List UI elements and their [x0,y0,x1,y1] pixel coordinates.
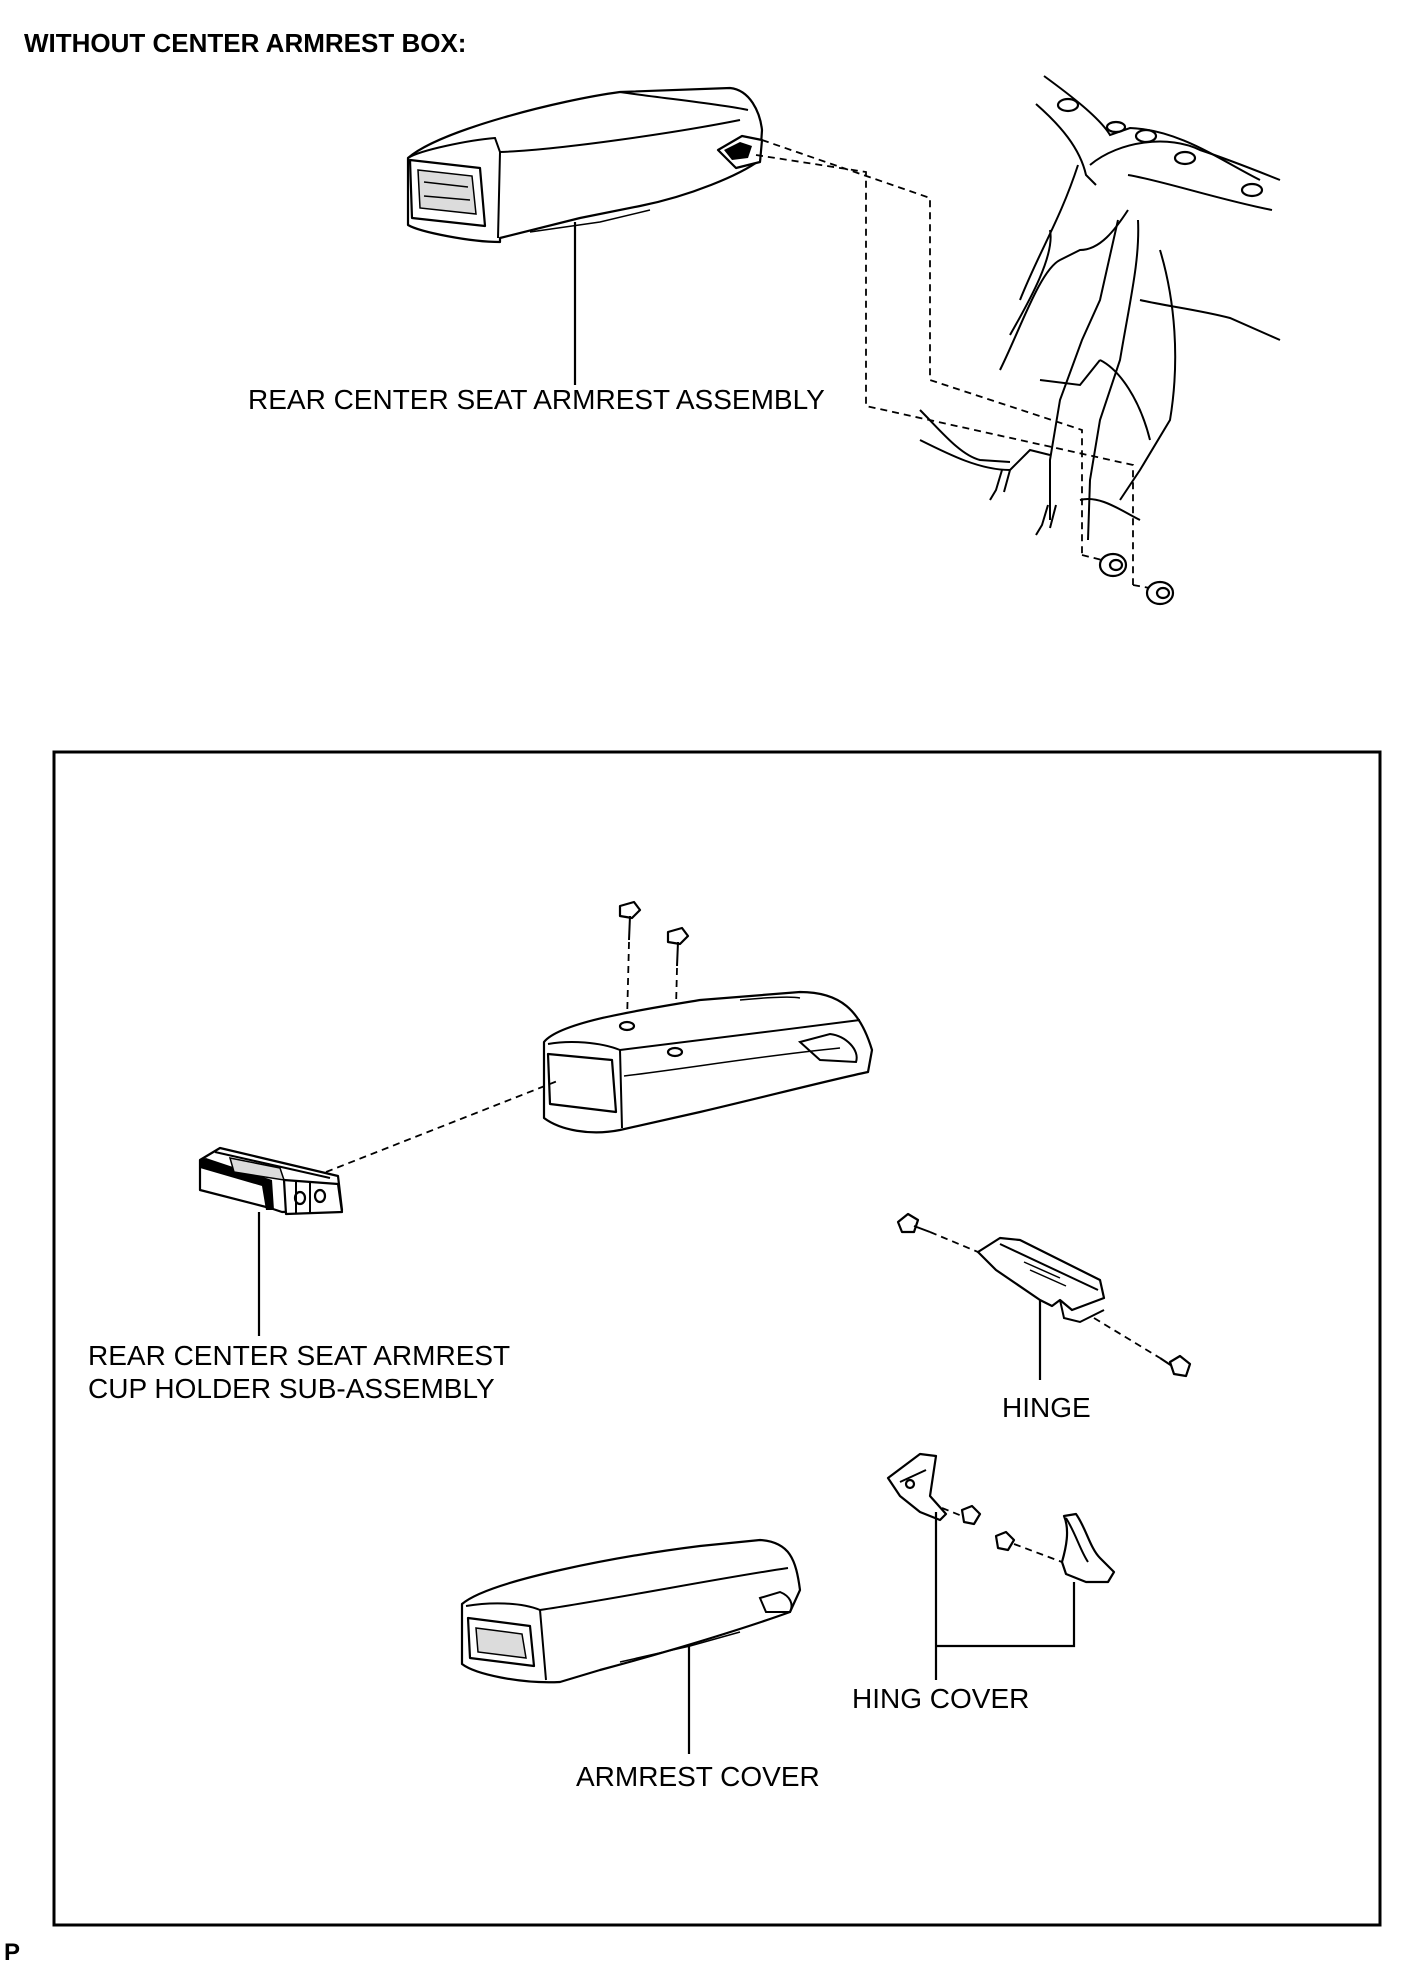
hinge-cover-left [886,1452,948,1522]
dashed-line-hinge-right [1093,1317,1161,1359]
nut-left [1098,552,1128,578]
dashed-install-lines-top [755,139,1151,589]
diagram-heading: WITHOUT CENTER ARMREST BOX: [24,28,466,58]
rear-seat-back-outline [919,75,1281,541]
nut-right [1145,580,1175,606]
label-cup-holder-line1: REAR CENTER SEAT ARMREST [88,1340,510,1371]
hinge-screw-right [1159,1354,1192,1378]
hinge [976,1236,1106,1324]
dashed-line-hinge-cover-right [1013,1543,1063,1563]
cup-holder-sub-assembly [198,1146,344,1216]
dashed-line-cup-holder [325,1079,561,1173]
label-rear-armrest-assembly: REAR CENTER SEAT ARMREST ASSEMBLY [248,384,825,415]
hinge-cover-right [1060,1512,1116,1584]
dashed-line-hinge-left [929,1231,979,1253]
leader-hinge-cover [934,1512,1076,1680]
hinge-screw-left [896,1212,931,1234]
armrest-body [542,990,874,1134]
label-cup-holder-line2: CUP HOLDER SUB-ASSEMBLY [88,1373,495,1404]
label-hinge-cover: HING COVER [852,1683,1029,1714]
label-armrest-cover: ARMREST COVER [576,1761,820,1792]
hinge-cover-screw-right [994,1530,1016,1552]
screw-top-left [618,900,642,1023]
label-hinge: HINGE [1002,1392,1091,1423]
corner-mark: P [4,1939,20,1963]
hinge-cover-screw-left [960,1504,982,1526]
dashed-line-hinge-cover-left [941,1507,963,1517]
rear-center-seat-armrest-assembly [406,86,764,244]
exploded-view-frame [52,750,1382,1927]
armrest-cover [460,1538,802,1684]
